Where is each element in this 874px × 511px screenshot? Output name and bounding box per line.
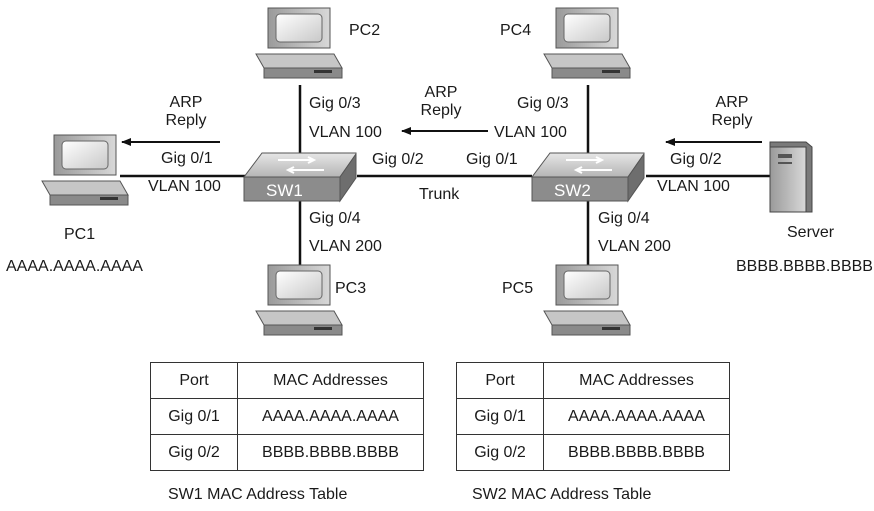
- arp-label-server: ARP Reply: [704, 94, 760, 130]
- column-header-port: Port: [150, 362, 238, 399]
- table-cell-port: Gig 0/2: [456, 434, 544, 471]
- sw1-pc3-vlan-label: VLAN 200: [309, 238, 382, 255]
- sw2-mac-table: Port MAC Addresses Gig 0/1 AAAA.AAAA.AAA…: [456, 362, 730, 471]
- sw2-table-caption: SW2 MAC Address Table: [472, 486, 652, 503]
- table-cell-mac: BBBB.BBBB.BBBB: [543, 434, 730, 471]
- table-header-row: Port MAC Addresses: [150, 362, 424, 399]
- sw2-pc4-port-label: Gig 0/3: [517, 95, 569, 112]
- pc2-icon: [255, 7, 343, 79]
- sw1-pc2-vlan-label: VLAN 100: [309, 124, 382, 141]
- table-row: Gig 0/2 BBBB.BBBB.BBBB: [456, 434, 730, 471]
- table-cell-mac: AAAA.AAAA.AAAA: [237, 398, 424, 435]
- arp-label-line2: Reply: [711, 112, 753, 129]
- sw2-pc5-vlan-label: VLAN 200: [598, 238, 671, 255]
- pc5-icon: [543, 264, 631, 336]
- links: [120, 85, 770, 268]
- sw2-pc5-port-label: Gig 0/4: [598, 210, 650, 227]
- sw2-trunk-port-label: Gig 0/1: [466, 151, 518, 168]
- table-header-row: Port MAC Addresses: [456, 362, 730, 399]
- table-row: Gig 0/2 BBBB.BBBB.BBBB: [150, 434, 424, 471]
- pc1-label: PC1: [64, 226, 96, 243]
- pc4-icon: [543, 7, 631, 79]
- arp-label-line2: Reply: [420, 102, 462, 119]
- table-row: Gig 0/1 AAAA.AAAA.AAAA: [456, 398, 730, 435]
- sw1-pc1-port-label: Gig 0/1: [161, 150, 213, 167]
- sw1-trunk-port-label: Gig 0/2: [372, 151, 424, 168]
- table-cell-port: Gig 0/1: [456, 398, 544, 435]
- table-cell-mac: AAAA.AAAA.AAAA: [543, 398, 730, 435]
- table-row: Gig 0/1 AAAA.AAAA.AAAA: [150, 398, 424, 435]
- pc1-mac: AAAA.AAAA.AAAA: [6, 258, 143, 275]
- sw1-pc3-port-label: Gig 0/4: [309, 210, 361, 227]
- trunk-label: Trunk: [419, 186, 460, 203]
- pc4-label: PC4: [500, 22, 532, 39]
- sw1-table-caption: SW1 MAC Address Table: [168, 486, 348, 503]
- pc5-label: PC5: [502, 280, 534, 297]
- sw2-label: SW2: [554, 181, 591, 200]
- sw1-pc2-port-label: Gig 0/3: [309, 95, 361, 112]
- table-cell-port: Gig 0/1: [150, 398, 238, 435]
- sw1-label: SW1: [266, 181, 303, 200]
- server-icon: [769, 141, 813, 213]
- arp-label-line2: Reply: [165, 112, 207, 129]
- pc2-label: PC2: [349, 22, 381, 39]
- sw1-mac-table: Port MAC Addresses Gig 0/1 AAAA.AAAA.AAA…: [150, 362, 424, 471]
- table-cell-port: Gig 0/2: [150, 434, 238, 471]
- pc3-label: PC3: [335, 280, 367, 297]
- arp-label-line1: ARP: [715, 94, 749, 111]
- arp-arrows: [121, 127, 762, 146]
- arp-label-pc1: ARP Reply: [158, 94, 214, 130]
- column-header-mac: MAC Addresses: [237, 362, 424, 399]
- sw1-pc1-vlan-label: VLAN 100: [148, 178, 221, 195]
- server-label: Server: [787, 224, 835, 241]
- sw2-server-vlan-label: VLAN 100: [657, 178, 730, 195]
- sw2-icon: [531, 152, 645, 203]
- pc1-icon: [41, 134, 129, 206]
- server-mac: BBBB.BBBB.BBBB: [736, 258, 873, 275]
- column-header-port: Port: [456, 362, 544, 399]
- arp-label-trunk: ARP Reply: [413, 84, 469, 120]
- sw1-icon: [243, 152, 357, 203]
- column-header-mac: MAC Addresses: [543, 362, 730, 399]
- table-cell-mac: BBBB.BBBB.BBBB: [237, 434, 424, 471]
- sw2-pc4-vlan-label: VLAN 100: [494, 124, 567, 141]
- sw2-server-port-label: Gig 0/2: [670, 151, 722, 168]
- arp-label-line1: ARP: [424, 84, 458, 101]
- arp-label-line1: ARP: [169, 94, 203, 111]
- pc3-icon: [255, 264, 343, 336]
